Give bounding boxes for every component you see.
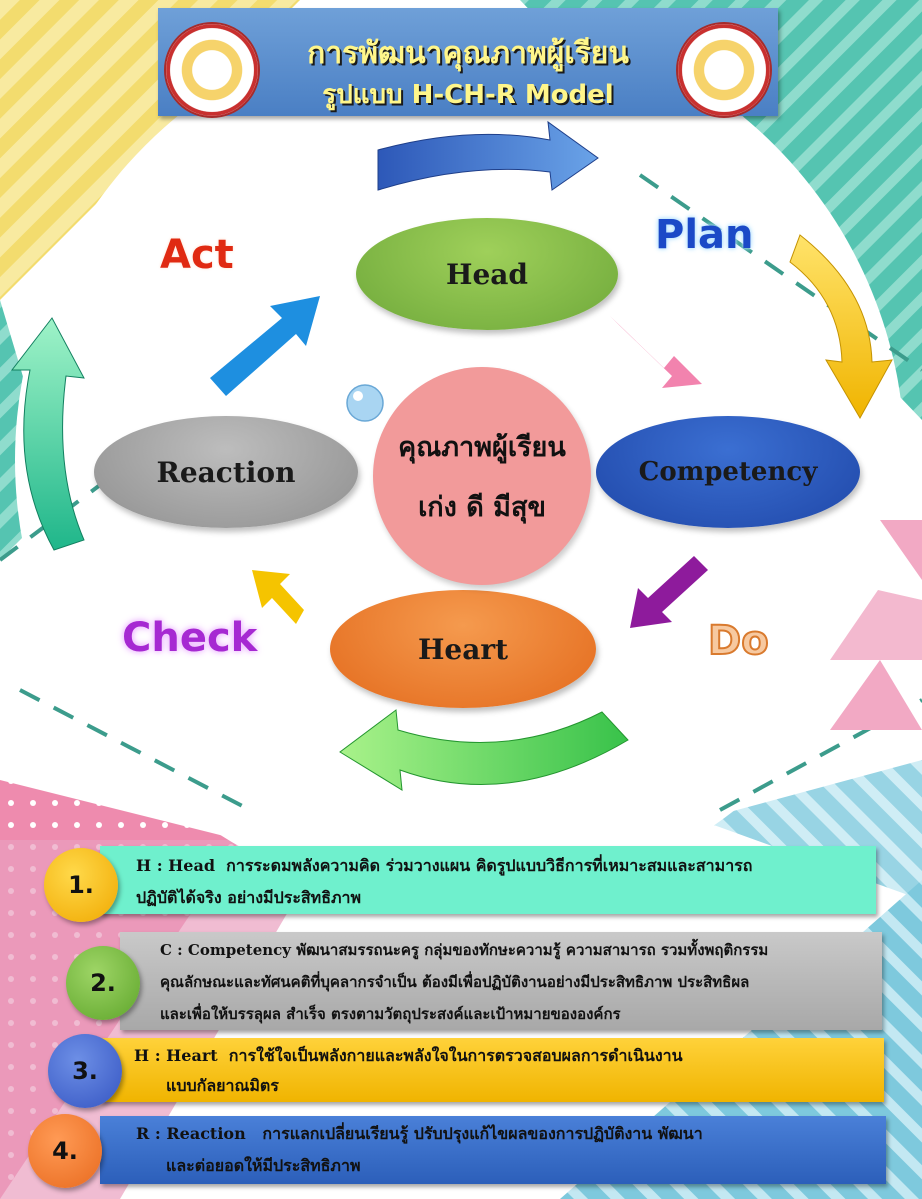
item-number-3: 3. [48, 1034, 122, 1108]
item-1-line-2: ปฏิบัติได้จริง อย่างมีประสิทธิภาพ [136, 888, 362, 907]
center-line-1: คุณภาพผู้เรียน [398, 432, 566, 463]
ellipse-reaction: Reaction [94, 416, 358, 528]
item-4-key: R : Reaction [136, 1124, 246, 1143]
label-act: Act [160, 232, 234, 278]
item-1-key: H : Head [136, 856, 216, 875]
school-logo-left [164, 22, 260, 118]
item-bar-4: R : Reaction การแลกเปลี่ยนเรียนรู้ ปรับป… [100, 1116, 886, 1184]
title-line-1: การพัฒนาคุณภาพผู้เรียน [307, 36, 629, 71]
center-line-2: เก่ง ดี มีสุข [418, 492, 546, 523]
item-4-line-1: การแลกเปลี่ยนเรียนรู้ ปรับปรุงแก้ไขผลของ… [262, 1124, 703, 1143]
item-3-line-2: แบบกัลยาณมิตร [166, 1076, 279, 1095]
label-check: Check [122, 615, 258, 661]
ellipse-head: Head [356, 218, 618, 330]
item-3-line-1: การใช้ใจเป็นพลังกายและพลังใจในการตรวจสอบ… [228, 1046, 683, 1065]
ellipse-reaction-label: Reaction [156, 455, 296, 489]
center-circle: คุณภาพผู้เรียน เก่ง ดี มีสุข [373, 367, 591, 585]
label-do: Do [707, 617, 770, 665]
item-1-line-1: การระดมพลังความคิด ร่วมวางแผน คิดรูปแบบว… [226, 856, 753, 875]
item-number-4: 4. [28, 1114, 102, 1188]
title-line-2: รูปแบบ H-CH-R Model [322, 80, 614, 110]
ellipse-competency-label: Competency [638, 457, 818, 487]
item-number-1: 1. [44, 848, 118, 922]
item-3-key: H : Heart [134, 1046, 218, 1065]
ellipse-heart-label: Heart [417, 632, 509, 666]
item-2-line-3: และเพื่อให้บรรลุผล สำเร็จ ตรงตามวัตถุประ… [160, 1005, 621, 1023]
ellipse-heart: Heart [330, 590, 596, 708]
item-2-line-2: คุณลักษณะและทัศนคติที่บุคลากรจำเป็น ต้อง… [160, 973, 750, 991]
item-2-key: C : Competency [160, 941, 291, 959]
label-plan: Plan [655, 212, 754, 258]
item-bar-1: H : Head การระดมพลังความคิด ร่วมวางแผน ค… [100, 846, 876, 914]
item-bar-2: C : Competency พัฒนาสมรรถนะครู กลุ่มของท… [120, 932, 882, 1030]
item-2-line-1: พัฒนาสมรรถนะครู กลุ่มของทักษะความรู้ ควา… [296, 941, 769, 959]
item-number-2: 2. [66, 946, 140, 1020]
ellipse-head-label: Head [446, 257, 528, 291]
ellipse-competency: Competency [596, 416, 860, 528]
item-bar-3: H : Heart การใช้ใจเป็นพลังกายและพลังใจใน… [100, 1038, 884, 1102]
item-4-line-2: และต่อยอดให้มีประสิทธิภาพ [166, 1156, 361, 1175]
school-logo-right [676, 22, 772, 118]
title-banner: การพัฒนาคุณภาพผู้เรียน รูปแบบ H-CH-R Mod… [158, 8, 778, 118]
